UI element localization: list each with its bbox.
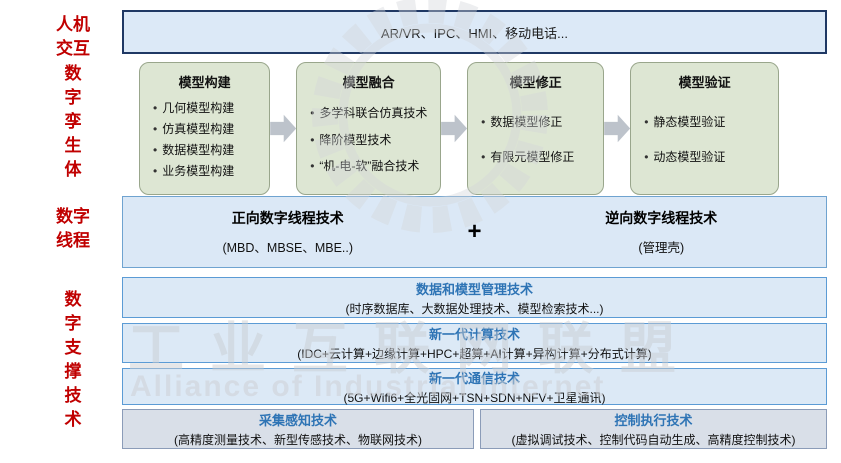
row-subtitle: (时序数据库、大数据处理技术、模型检索技术...) (345, 301, 604, 316)
digital-thread-band: 正向数字线程技术 (MBD、MBSE、MBE..) + 逆向数字线程技术 (管理… (122, 196, 827, 268)
list-item: • 降阶模型技术 (310, 132, 436, 148)
bullet-icon: • (644, 150, 649, 165)
stage-model-verification: 模型验证 • 静态模型验证 • 动态模型验证 (630, 62, 779, 195)
box-subtitle: (高精度测量技术、新型传感技术、物联网技术) (174, 433, 422, 447)
list-item: • 数据模型构建 (153, 143, 265, 158)
stage-arrow-cell (441, 62, 468, 195)
row-title: 新一代通信技术 (428, 370, 520, 386)
list-item-label: 降阶模型技术 (319, 132, 392, 147)
list-item: • 静态模型验证 (644, 115, 774, 130)
top-bar-hmi-devices: AR/VR、IPC、HMI、移动电话... (122, 10, 827, 54)
list-item: • 动态模型验证 (644, 150, 774, 165)
right-arrow-icon (604, 114, 631, 143)
stage-item-list: • 静态模型验证 • 动态模型验证 (631, 91, 778, 194)
label-digital-twin: 数字孪生体 (64, 64, 82, 179)
list-item-label: 有限元模型修正 (490, 150, 575, 165)
list-item-label: 数据模型修正 (490, 115, 563, 130)
bullet-icon: • (644, 115, 649, 130)
list-item-label: 数据模型构建 (162, 143, 235, 158)
row-title: 数据和模型管理技术 (415, 281, 533, 297)
model-stages-row: 模型构建 • 几何模型构建 • 仿真模型构建 • 数据模型构建 • 业务模型构建 模型融… (139, 62, 779, 195)
box-title: 控制执行技术 (614, 413, 693, 428)
box-title: 采集感知技术 (258, 413, 337, 428)
row-computing-tech: 新一代计算技术 (IDC+云计算+边缘计算+HPC+超算+AI计算+异构计算+分… (122, 323, 827, 363)
box-subtitle: (虚拟调试技术、控制代码自动生成、高精度控制技术) (511, 433, 796, 447)
stage-item-list: • 多学科联合仿真技术 • 降阶模型技术 • “机-电-软”融合技术 (297, 91, 440, 194)
stage-title: 模型修正 (509, 75, 562, 90)
top-bar-text: AR/VR、IPC、HMI、移动电话... (380, 25, 569, 41)
list-item-label: 多学科联合仿真技术 (319, 106, 428, 121)
forward-thread-subtitle: (MBD、MBSE、MBE..) (222, 241, 354, 255)
list-item-label: 业务模型构建 (162, 164, 235, 179)
forward-thread: 正向数字线程技术 (MBD、MBSE、MBE..) (123, 197, 453, 267)
box-control-execution-tech: 控制执行技术 (虚拟调试技术、控制代码自动生成、高精度控制技术) (480, 409, 827, 449)
stage-model-fusion: 模型融合 • 多学科联合仿真技术 • 降阶模型技术 • “机-电-软”融合技术 (296, 62, 442, 195)
row-data-model-management: 数据和模型管理技术 (时序数据库、大数据处理技术、模型检索技术...) (122, 277, 827, 318)
list-item-label: 仿真模型构建 (162, 122, 235, 137)
bullet-icon: • (310, 158, 315, 173)
list-item: • 业务模型构建 (153, 164, 265, 179)
reverse-thread-title: 逆向数字线程技术 (605, 210, 718, 226)
label-digital-support-tech: 数字支撑技术 (64, 290, 82, 429)
bullet-icon: • (153, 101, 158, 116)
bullet-icon: • (153, 164, 158, 179)
row-title: 新一代计算技术 (428, 327, 520, 342)
stage-title: 模型构建 (178, 75, 231, 90)
reverse-thread-subtitle: (管理壳) (638, 241, 685, 255)
bullet-icon: • (153, 122, 158, 137)
stage-title: 模型验证 (678, 75, 731, 90)
list-item: • “机-电-软”融合技术 (310, 158, 436, 174)
stage-arrow-cell (270, 62, 297, 195)
bullet-icon: • (310, 132, 315, 147)
list-item: • 数据模型修正 (481, 115, 599, 130)
bullet-icon: • (310, 106, 315, 121)
stage-item-list: • 几何模型构建 • 仿真模型构建 • 数据模型构建 • 业务模型构建 (140, 91, 269, 194)
list-item: • 仿真模型构建 (153, 122, 265, 137)
list-item-label: 静态模型验证 (653, 115, 726, 130)
forward-thread-title: 正向数字线程技术 (231, 210, 344, 226)
right-arrow-icon (441, 114, 468, 143)
bullet-icon: • (153, 143, 158, 158)
right-arrow-icon (270, 114, 297, 143)
stage-arrow-cell (604, 62, 631, 195)
stage-title: 模型融合 (342, 75, 395, 90)
row-subtitle: (5G+Wifi6+全光固网+TSN+SDN+NFV+卫星通讯) (343, 390, 606, 405)
bullet-icon: • (481, 115, 486, 130)
list-item: • 多学科联合仿真技术 (310, 107, 436, 121)
list-item: • 有限元模型修正 (481, 150, 599, 165)
row-subtitle: (IDC+云计算+边缘计算+HPC+超算+AI计算+异构计算+分布式计算) (297, 347, 652, 361)
reverse-thread: 逆向数字线程技术 (管理壳) (497, 197, 827, 267)
list-item-label: 动态模型验证 (653, 150, 726, 165)
list-item-label: “机-电-软”融合技术 (319, 158, 420, 173)
box-sensing-tech: 采集感知技术 (高精度测量技术、新型传感技术、物联网技术) (122, 409, 474, 449)
list-item: • 几何模型构建 (153, 101, 265, 116)
label-digital-thread: 数字线程 (56, 207, 90, 250)
label-human-machine-interaction: 人机交互 (56, 15, 90, 58)
plus-sign: + (467, 218, 482, 245)
stage-model-correction: 模型修正 • 数据模型修正 • 有限元模型修正 (467, 62, 605, 195)
stage-model-build: 模型构建 • 几何模型构建 • 仿真模型构建 • 数据模型构建 • 业务模型构建 (139, 62, 271, 195)
row-communication-tech: 新一代通信技术 (5G+Wifi6+全光固网+TSN+SDN+NFV+卫星通讯) (122, 368, 827, 405)
stage-item-list: • 数据模型修正 • 有限元模型修正 (468, 91, 603, 194)
list-item-label: 几何模型构建 (162, 101, 235, 116)
bullet-icon: • (481, 150, 486, 165)
